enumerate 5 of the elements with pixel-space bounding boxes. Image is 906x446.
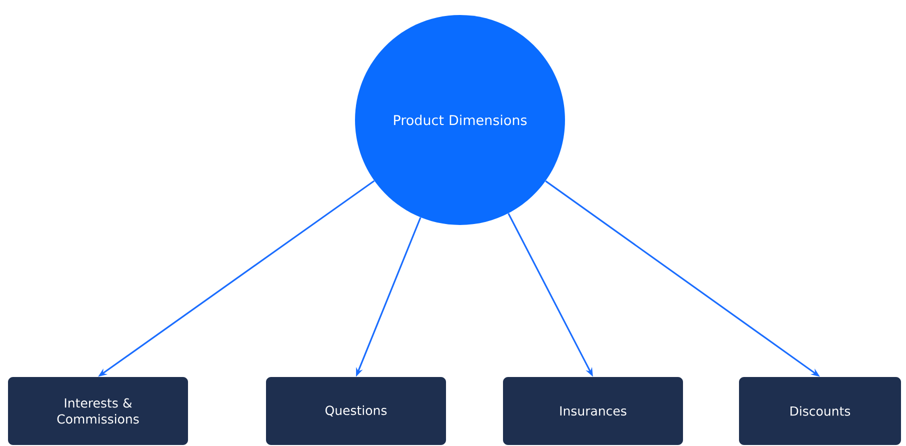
process-box: Interests & Commissions — [8, 376, 188, 445]
circle-node: Product Dimensions — [355, 15, 565, 225]
process-box: Discounts — [739, 376, 901, 445]
process-box: Insurances — [503, 376, 683, 445]
process-box: Questions — [266, 376, 446, 445]
